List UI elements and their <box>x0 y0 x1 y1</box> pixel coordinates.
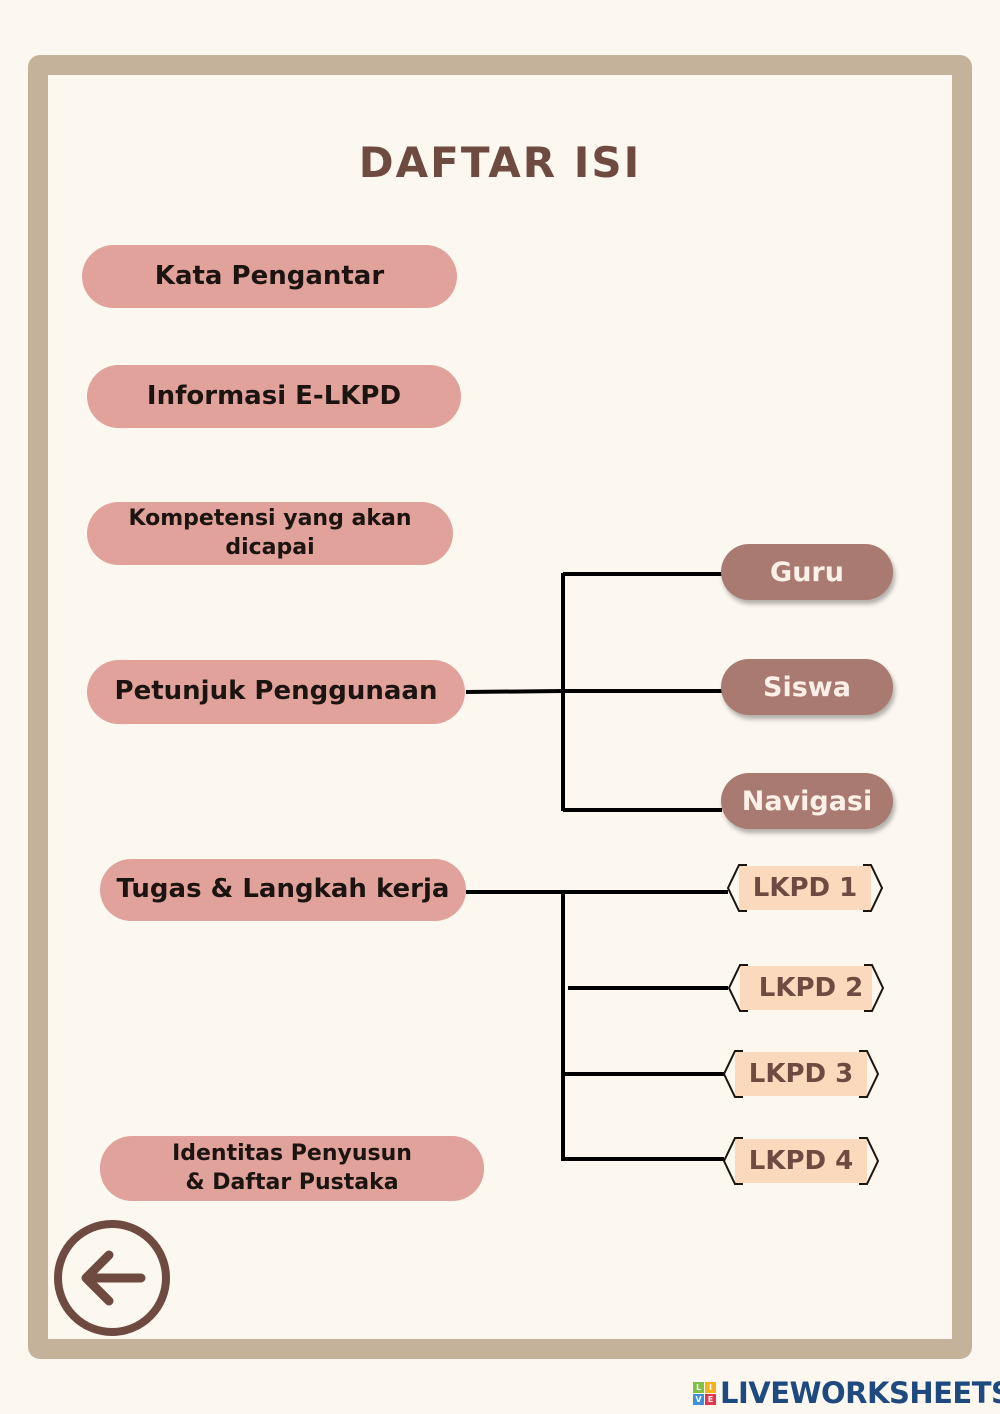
menu-informasi-elkpd[interactable]: Informasi E-LKPD <box>87 365 461 428</box>
arrow-left-circle-icon <box>54 1220 170 1336</box>
lkpd-2-button[interactable]: LKPD 2 <box>728 963 884 1013</box>
lkpd-label: LKPD 1 <box>752 873 858 903</box>
live-logo-icon: L I V E <box>693 1381 716 1405</box>
menu-kata-pengantar[interactable]: Kata Pengantar <box>82 245 457 308</box>
menu-kompetensi[interactable]: Kompetensi yang akan dicapai <box>87 502 453 565</box>
lkpd-label: LKPD 2 <box>758 973 864 1003</box>
lkpd-label: LKPD 4 <box>748 1146 854 1176</box>
menu-petunjuk-penggunaan[interactable]: Petunjuk Penggunaan <box>87 660 465 724</box>
logo-letter: L <box>693 1381 704 1393</box>
submenu-navigasi[interactable]: Navigasi <box>721 773 893 829</box>
lkpd-1-button[interactable]: LKPD 1 <box>727 863 883 913</box>
brand-name: LIVEWORKSHEETS <box>720 1376 1000 1410</box>
submenu-guru[interactable]: Guru <box>721 544 893 600</box>
submenu-siswa[interactable]: Siswa <box>721 659 893 715</box>
logo-letter: E <box>705 1393 716 1405</box>
page-title: DAFTAR ISI <box>358 138 642 187</box>
menu-tugas-langkah-kerja[interactable]: Tugas & Langkah kerja <box>100 859 466 921</box>
logo-letter: I <box>705 1381 716 1393</box>
back-button[interactable] <box>53 1219 171 1337</box>
menu-identitas-penyusun[interactable]: Identitas Penyusun & Daftar Pustaka <box>100 1136 484 1201</box>
lkpd-label: LKPD 3 <box>748 1059 854 1089</box>
liveworksheets-logo: L I V E LIVEWORKSHEETS <box>693 1376 1000 1410</box>
lkpd-3-button[interactable]: LKPD 3 <box>723 1049 879 1099</box>
lkpd-4-button[interactable]: LKPD 4 <box>723 1136 879 1186</box>
logo-letter: V <box>693 1393 704 1405</box>
